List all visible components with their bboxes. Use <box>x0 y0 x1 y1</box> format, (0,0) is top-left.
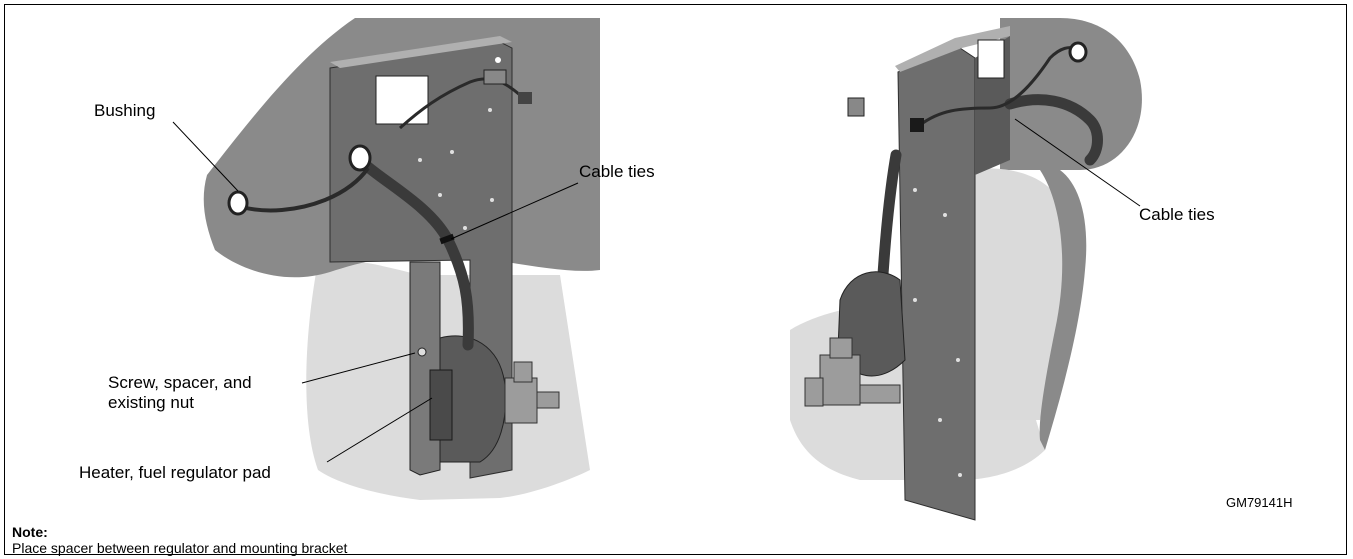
callout-cable-ties-right: Cable ties <box>1139 205 1215 224</box>
left-wire-bushing <box>234 166 370 213</box>
callout-bushing: Bushing <box>94 101 156 120</box>
left-panel-holes <box>418 57 501 230</box>
left-heater-pad <box>429 369 453 441</box>
right-cut-edge <box>1039 170 1087 450</box>
left-panel-window <box>375 75 429 125</box>
left-panel-bushing <box>348 144 372 172</box>
callout-screw-spacer-line2: existing nut <box>108 393 194 412</box>
left-mounting-bracket <box>409 261 441 476</box>
right-curved-shading <box>960 168 1069 420</box>
left-bracket-screw <box>417 347 427 357</box>
callout-screw-spacer-line1: Screw, spacer, and <box>108 373 252 392</box>
right-hose-lower <box>876 149 902 296</box>
note-title: Note: <box>12 524 48 540</box>
leader-lines <box>172 118 1141 463</box>
right-panel-holes <box>913 188 962 477</box>
leader-heater <box>326 397 433 463</box>
right-bushing <box>1068 41 1088 63</box>
right-panel-window <box>977 39 1005 79</box>
left-top-connector <box>483 69 507 85</box>
right-wire <box>919 46 1079 127</box>
left-top-connector-end <box>518 92 532 104</box>
leader-screw <box>301 352 416 384</box>
note-text: Place spacer between regulator and mount… <box>12 540 348 556</box>
callout-heater-pad: Heater, fuel regulator pad <box>79 463 271 482</box>
right-hose <box>1004 94 1103 166</box>
right-view <box>790 18 1142 521</box>
right-panel <box>897 47 976 521</box>
left-panel-top-edge <box>330 36 512 68</box>
left-bushing <box>227 190 249 216</box>
callout-cable-ties-left: Cable ties <box>579 162 655 181</box>
left-view <box>203 18 600 500</box>
right-cable-tie <box>910 118 924 132</box>
left-valve-body <box>504 361 560 424</box>
right-cutaway-shading <box>1000 18 1142 170</box>
leader-cable-ties-left <box>450 182 579 240</box>
figure-code: GM79141H <box>1226 495 1293 510</box>
right-connector <box>847 97 865 117</box>
right-valve-body <box>804 337 901 407</box>
leader-bushing <box>172 121 239 192</box>
leader-cable-ties-right <box>1014 118 1141 207</box>
left-cable-tie <box>439 233 455 245</box>
right-panel-top <box>895 26 1010 72</box>
